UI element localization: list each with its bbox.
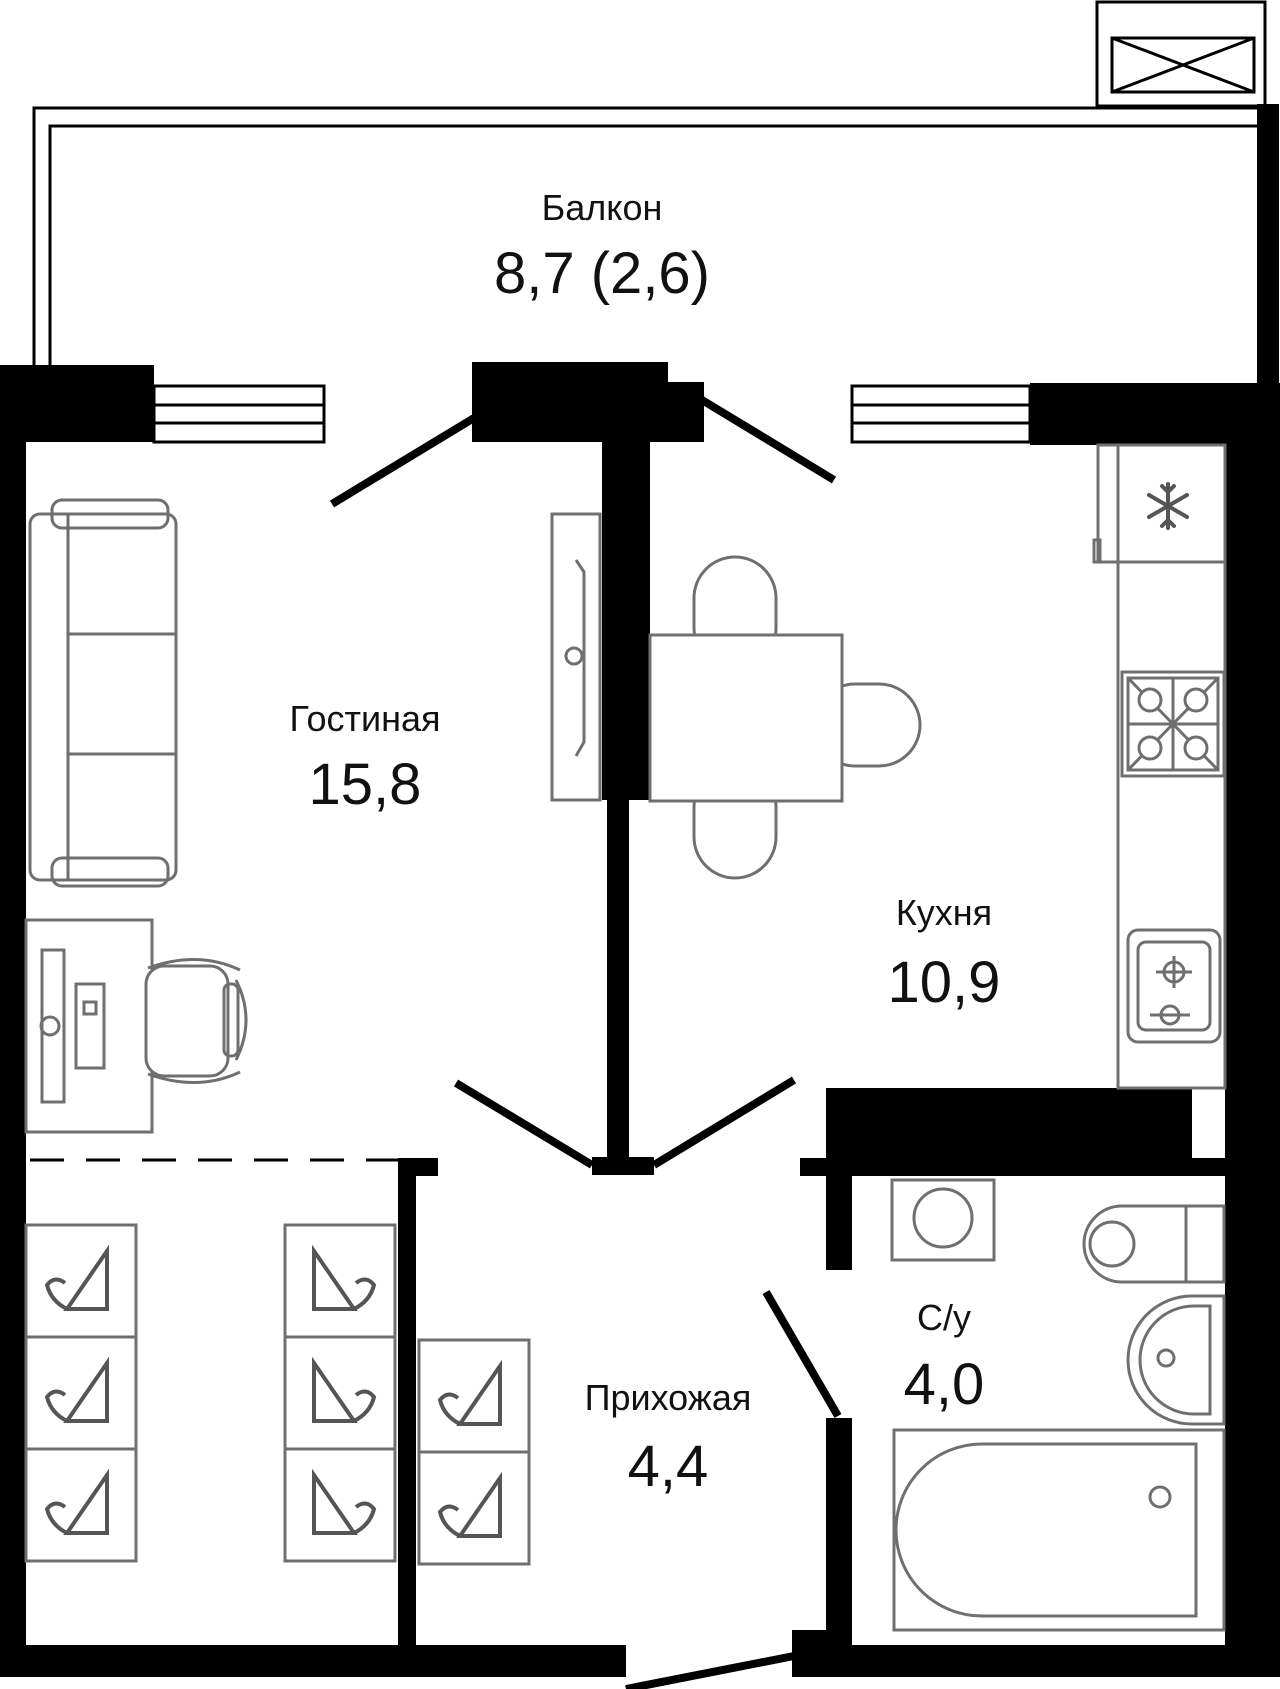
wardrobe-module	[24, 1447, 138, 1563]
work-desk	[24, 918, 154, 1134]
hanger-icon	[437, 1471, 502, 1538]
office-chair	[144, 958, 248, 1084]
wall-bottom-left	[0, 1645, 626, 1677]
door-balcony-kitchen	[699, 396, 837, 484]
wardrobe-module	[417, 1450, 531, 1566]
snowflake-icon	[1147, 482, 1189, 530]
room-area-balcony: 8,7 (2,6)	[494, 241, 710, 306]
hanger-icon	[312, 1244, 377, 1311]
window-living-room	[152, 384, 326, 444]
room-name-living-room: Гостиная	[289, 698, 440, 739]
wardrobe-module	[417, 1338, 531, 1454]
wardrobe-module	[283, 1223, 397, 1339]
interior-walls	[398, 442, 1280, 1650]
balcony-side-wall	[1257, 104, 1279, 390]
refrigerator	[1092, 443, 1227, 564]
bathroom-sink	[1126, 1294, 1226, 1426]
hanger-icon	[44, 1244, 109, 1311]
balcony	[32, 0, 1279, 390]
dining-table	[648, 555, 922, 880]
wall-closet	[398, 1158, 416, 1648]
door-kitchen	[651, 1076, 797, 1169]
hanger-icon	[312, 1356, 377, 1423]
room-area-living-room: 15,8	[309, 752, 422, 817]
wardrobe-module	[24, 1223, 138, 1339]
doors	[329, 396, 842, 1689]
wardrobe-module	[283, 1335, 397, 1451]
hanger-icon	[44, 1468, 109, 1535]
room-hallway: Прихожая 4,4	[585, 1377, 752, 1499]
room-name-hallway: Прихожая	[585, 1377, 752, 1418]
kitchen-sink	[1126, 928, 1222, 1044]
door-entrance	[625, 1652, 795, 1689]
wardrobe-module	[24, 1335, 138, 1451]
hanger-icon	[312, 1468, 377, 1535]
room-area-kitchen: 10,9	[888, 950, 1001, 1015]
wardrobes	[24, 1223, 531, 1566]
room-balcony: Балкон 8,7 (2,6)	[494, 187, 710, 306]
washing-machine	[890, 1178, 996, 1262]
door-balcony-living	[329, 414, 477, 508]
door-living	[453, 1079, 595, 1169]
sofa	[28, 498, 178, 888]
bathtub	[892, 1428, 1226, 1632]
room-bathroom: С/у 4,0	[904, 1297, 985, 1417]
exterior-walls	[0, 362, 1280, 1677]
room-name-kitchen: Кухня	[896, 892, 992, 933]
room-area-bathroom: 4,0	[904, 1352, 985, 1417]
room-name-bathroom: С/у	[917, 1297, 971, 1338]
hanger-icon	[44, 1356, 109, 1423]
ventilation-box	[1095, 0, 1267, 108]
wall-kitchen-bath	[826, 1088, 1192, 1158]
windows	[152, 384, 1032, 444]
hanger-icon	[437, 1359, 502, 1426]
wardrobe-module	[283, 1447, 397, 1563]
room-area-hallway: 4,4	[628, 1434, 709, 1499]
tv-stand	[550, 512, 602, 802]
wall-living-kitchen	[602, 442, 650, 800]
toilet	[1082, 1204, 1226, 1284]
wall-right	[1225, 383, 1280, 1675]
window-kitchen	[850, 384, 1032, 444]
wall-bathroom	[826, 1418, 852, 1650]
wall-left	[0, 365, 26, 1675]
balcony-railing	[32, 106, 1262, 365]
cooktop	[1120, 670, 1226, 778]
room-kitchen: Кухня 10,9	[888, 892, 1001, 1015]
room-name-balcony: Балкон	[542, 187, 663, 228]
room-living-room: Гостиная 15,8	[289, 698, 440, 817]
wall-bottom-right	[792, 1645, 1280, 1677]
wall-top-pillar	[472, 362, 668, 442]
door-bathroom	[762, 1289, 842, 1419]
